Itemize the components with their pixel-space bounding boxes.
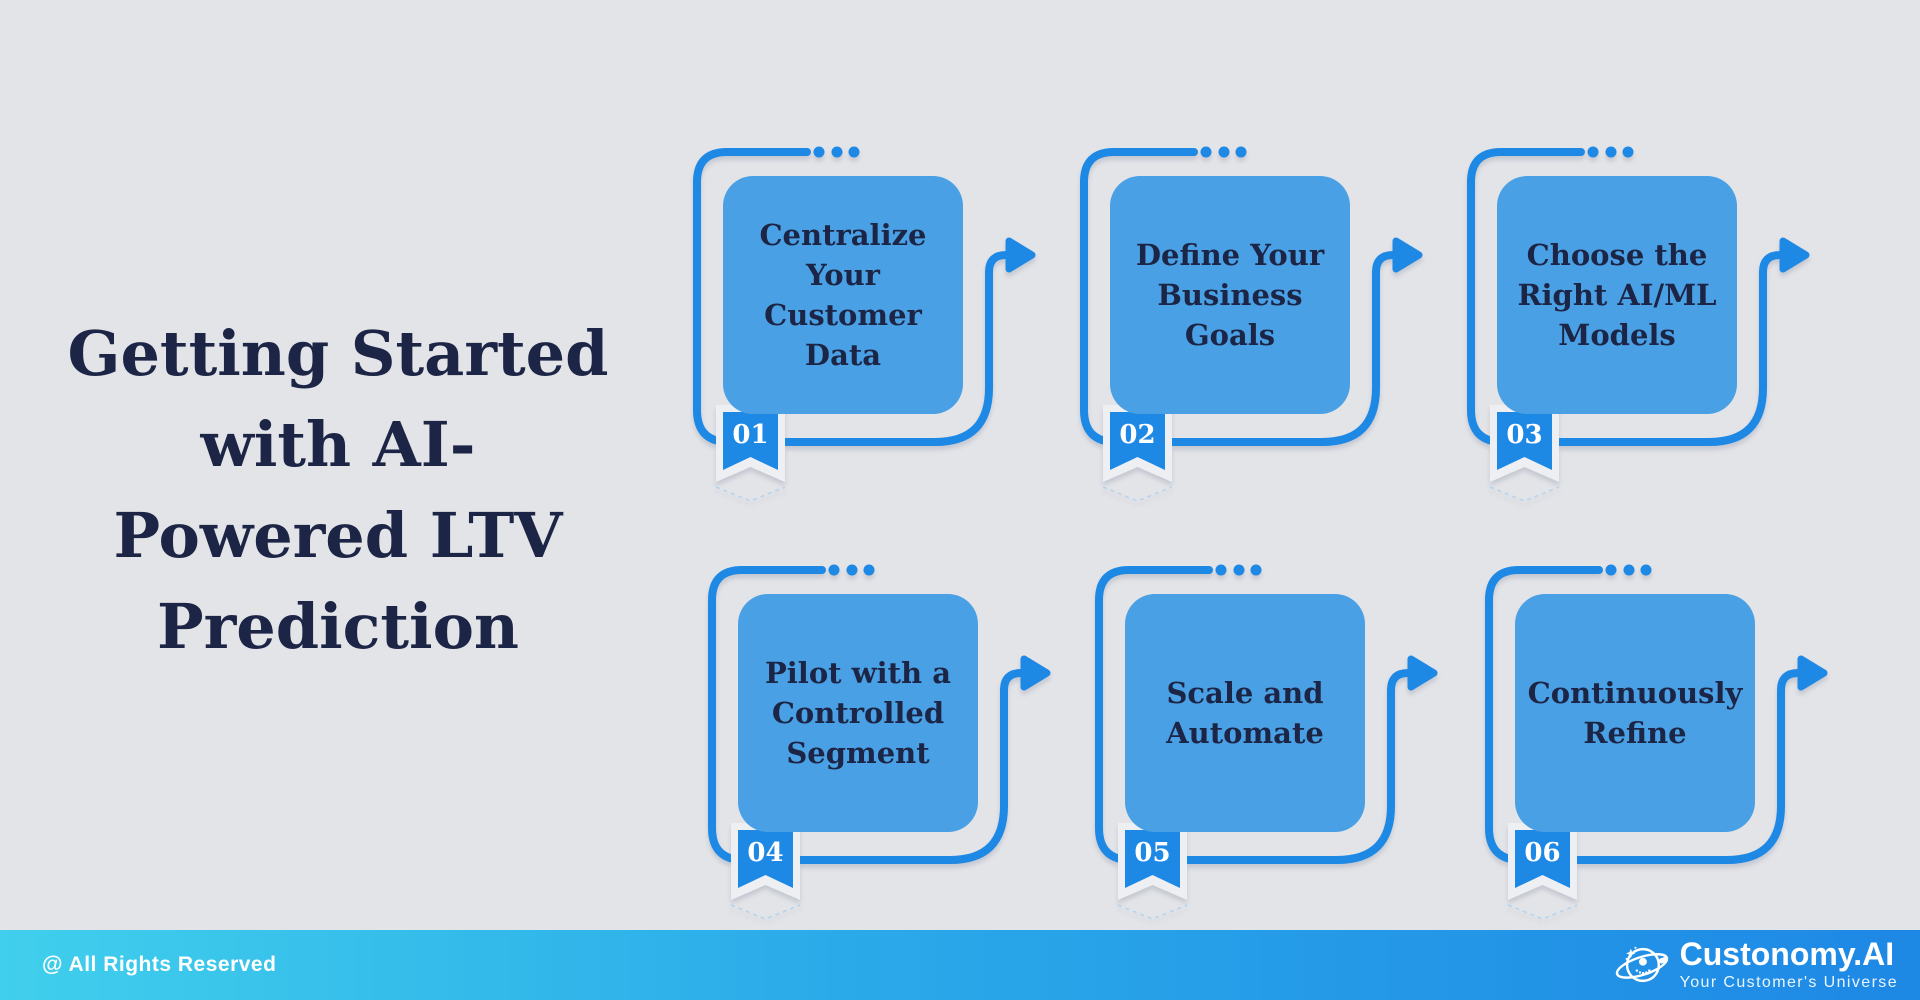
ellipsis-dots-icon <box>1200 146 1247 158</box>
arrow-right-icon <box>1797 655 1828 691</box>
step-number-badge: 05 <box>1134 838 1171 868</box>
ellipsis-dots-icon <box>1605 564 1652 576</box>
step-number-badge: 02 <box>1119 420 1156 450</box>
step-title: Choose the Right AI/ML Models <box>1517 237 1717 352</box>
step-number-badge: 04 <box>747 838 784 868</box>
step-card-06: Continuously Refine 06 <box>1481 562 1841 930</box>
ellipsis-dots-icon <box>828 564 875 576</box>
ellipsis-dots-icon <box>813 146 860 158</box>
ribbon-fold-dashes <box>1102 486 1173 502</box>
step-card-box: Continuously Refine <box>1515 594 1755 832</box>
brand-tagline: Your Customer's Universe <box>1679 974 1898 992</box>
ribbon-fold-dashes <box>1507 904 1578 920</box>
ribbon-fold-dashes <box>730 904 801 920</box>
arrow-right-icon <box>1779 237 1810 273</box>
card-frame-graphic <box>1467 146 1810 502</box>
step-number-badge: 06 <box>1524 838 1561 868</box>
ribbon-bookmark-icon <box>1125 830 1180 888</box>
step-title: Pilot with a Controlled Segment <box>764 655 952 770</box>
step-card-box: Centralize Your Customer Data <box>723 176 963 414</box>
flow-connector-line <box>1467 148 1790 446</box>
footer-bar: @ All Rights Reserved Custonomy.AI Your … <box>0 930 1920 1000</box>
flow-connector-line <box>708 566 1031 864</box>
step-number-badge: 03 <box>1506 420 1543 450</box>
step-number-badge: 01 <box>732 420 769 450</box>
ribbon-fold-dashes <box>1489 486 1560 502</box>
ellipsis-dots-icon <box>1215 564 1262 576</box>
card-frame-graphic <box>1095 564 1438 920</box>
step-card-01: Centralize Your Customer Data 01 <box>689 144 1049 512</box>
page-title: Getting Started with AI- Powered LTV Pre… <box>67 317 609 664</box>
ribbon-bookmark-icon <box>738 830 793 888</box>
card-frame-graphic <box>1080 146 1423 502</box>
step-title: Centralize Your Customer Data <box>759 217 927 373</box>
arrow-right-icon <box>1392 237 1423 273</box>
orbit-planet-icon <box>1615 946 1668 983</box>
ribbon-fold-dashes <box>1117 904 1188 920</box>
step-title: Continuously Refine <box>1527 675 1743 750</box>
brand-logo: Custonomy.AI Your Customer's Universe <box>1614 930 1898 1000</box>
step-card-box: Scale and Automate <box>1125 594 1365 832</box>
step-card-04: Pilot with a Controlled Segment 04 <box>704 562 1064 930</box>
ribbon-fold-dashes <box>715 486 786 502</box>
ellipsis-dots-icon <box>1587 146 1634 158</box>
step-card-box: Choose the Right AI/ML Models <box>1497 176 1737 414</box>
arrow-right-icon <box>1020 655 1051 691</box>
ribbon-bookmark-icon <box>1515 830 1570 888</box>
step-card-05: Scale and Automate 05 <box>1091 562 1451 930</box>
rights-text: @ All Rights Reserved <box>42 953 277 976</box>
step-title: Define Your Business Goals <box>1135 237 1325 352</box>
brand-text-block: Custonomy.AI Your Customer's Universe <box>1679 935 1898 993</box>
arrow-right-icon <box>1005 237 1036 273</box>
card-frame-graphic <box>693 146 1036 502</box>
ribbon-bookmark-icon <box>1497 412 1552 470</box>
ribbon-bookmark-icon <box>723 412 778 470</box>
brand-name: Custonomy.AI <box>1679 935 1895 972</box>
step-card-03: Choose the Right AI/ML Models 03 <box>1463 144 1823 512</box>
flow-connector-line <box>1485 566 1808 864</box>
ribbon-bookmark-icon <box>1110 412 1165 470</box>
arrow-right-icon <box>1407 655 1438 691</box>
step-card-box: Pilot with a Controlled Segment <box>738 594 978 832</box>
step-card-box: Define Your Business Goals <box>1110 176 1350 414</box>
card-frame-graphic <box>1485 564 1828 920</box>
flow-connector-line <box>1095 566 1418 864</box>
flow-connector-line <box>1080 148 1403 446</box>
card-frame-graphic <box>708 564 1051 920</box>
step-title: Scale and Automate <box>1166 675 1324 750</box>
flow-connector-line <box>693 148 1016 446</box>
step-card-02: Define Your Business Goals 02 <box>1076 144 1436 512</box>
